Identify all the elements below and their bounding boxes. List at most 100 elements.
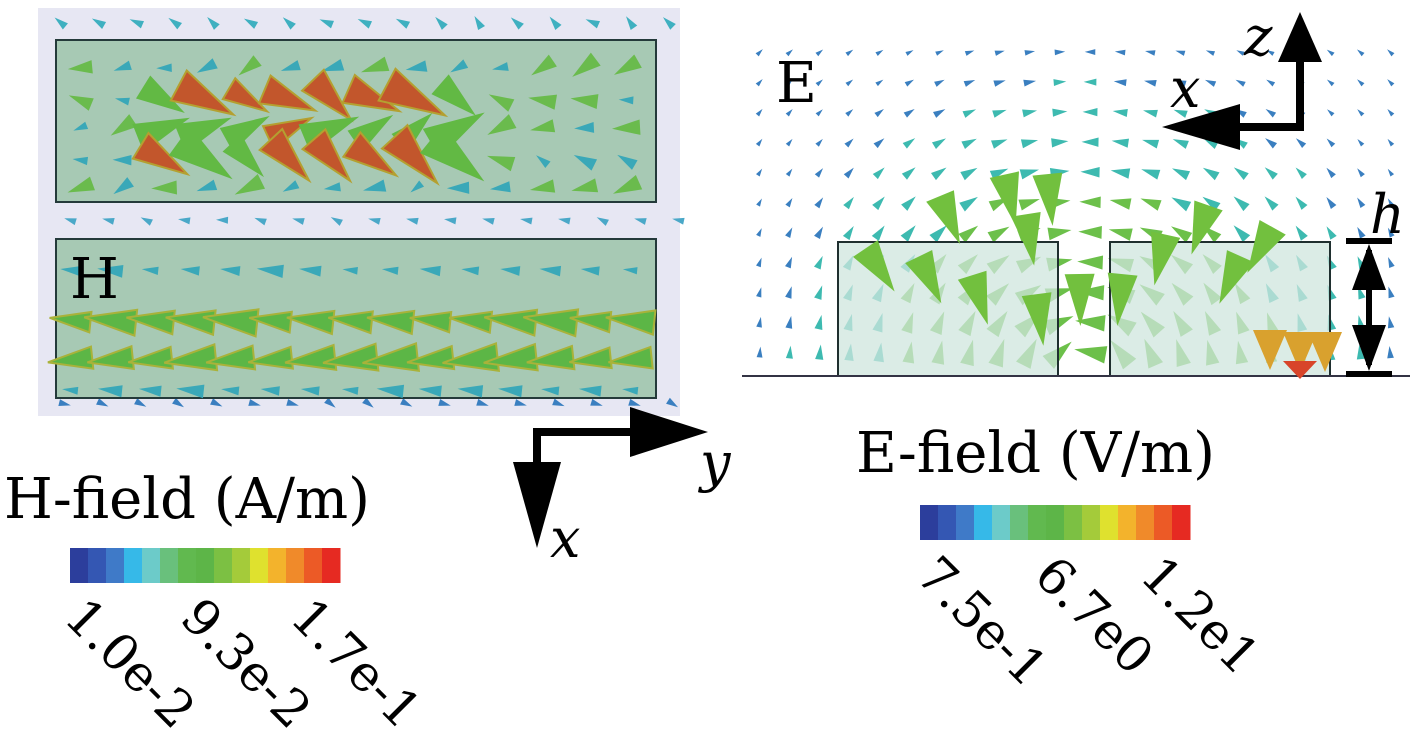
- colorbar-swatch: [70, 548, 89, 583]
- field-arrow: [963, 79, 976, 87]
- field-arrow: [96, 398, 109, 407]
- field-arrow: [140, 217, 153, 226]
- colorbar-swatch: [322, 548, 341, 583]
- field-arrow: [1266, 79, 1276, 87]
- field-arrow: [360, 56, 390, 73]
- field-arrow: [574, 122, 595, 133]
- field-arrow: [368, 217, 381, 225]
- field-arrow: [573, 154, 598, 171]
- field-arrow: [476, 398, 489, 406]
- field-arrow: [498, 385, 523, 398]
- field-arrow: [64, 218, 77, 226]
- field-arrow: [571, 178, 599, 193]
- field-arrow: [168, 126, 233, 180]
- field-arrow: [1021, 292, 1052, 346]
- field-arrow: [901, 196, 916, 211]
- field-arrow: [300, 127, 353, 184]
- field-arrow: [330, 217, 343, 226]
- field-arrow: [1357, 197, 1366, 209]
- field-arrow: [960, 167, 978, 181]
- field-arrow: [626, 16, 638, 31]
- field-arrow: [207, 16, 220, 30]
- field-arrow: [1107, 272, 1138, 326]
- field-arrow: [815, 344, 824, 360]
- field-arrow: [662, 17, 676, 30]
- field-arrow: [569, 346, 613, 370]
- field-arrow: [180, 266, 200, 276]
- field-arrow: [957, 270, 988, 325]
- field-arrow: [102, 217, 115, 225]
- field-arrow: [178, 217, 191, 225]
- field-arrow: [91, 18, 107, 29]
- field-arrow: [1142, 139, 1160, 149]
- field-arrow: [258, 127, 312, 184]
- field-arrow: [47, 345, 95, 370]
- field-arrow: [756, 287, 762, 298]
- field-arrow: [168, 17, 183, 30]
- field-arrow: [814, 226, 824, 240]
- field-arrow: [552, 398, 565, 407]
- field-arrow: [435, 16, 448, 30]
- field-arrow: [1079, 196, 1101, 209]
- colorbar-swatch: [920, 505, 939, 540]
- field-arrow: [381, 266, 399, 275]
- h-axes: [513, 407, 708, 548]
- field-arrow: [526, 344, 576, 371]
- field-arrow: [1112, 108, 1128, 117]
- field-arrow: [872, 167, 885, 180]
- field-arrow: [1326, 226, 1337, 240]
- field-arrow: [1191, 200, 1223, 255]
- field-arrow: [1082, 108, 1098, 117]
- field-arrow: [1356, 49, 1365, 57]
- colorbar-swatch: [1100, 505, 1119, 540]
- field-arrow: [419, 124, 485, 182]
- field-arrow: [376, 384, 405, 399]
- field-arrow: [196, 179, 218, 192]
- e-axes: [1162, 12, 1322, 150]
- field-arrow: [129, 19, 145, 29]
- field-arrow: [612, 175, 643, 194]
- field-arrow: [286, 399, 299, 406]
- field-arrow: [114, 97, 130, 106]
- field-arrow: [785, 197, 793, 208]
- colorbar-swatch: [1172, 505, 1191, 540]
- field-arrow: [666, 397, 679, 408]
- field-arrow: [1283, 332, 1317, 372]
- field-arrow: [514, 399, 527, 406]
- field-arrow: [450, 59, 469, 73]
- field-arrow: [1018, 198, 1040, 211]
- field-arrow: [622, 267, 638, 275]
- field-arrow: [60, 266, 81, 276]
- field-arrow: [238, 55, 262, 76]
- field-arrow: [1253, 330, 1287, 370]
- colorbar-swatch: [938, 505, 957, 540]
- colorbar-swatch: [232, 548, 251, 583]
- field-arrow: [49, 310, 93, 334]
- field-arrow: [438, 399, 451, 406]
- field-arrow: [1170, 226, 1193, 243]
- field-arrow: [785, 286, 792, 299]
- field-arrow: [901, 167, 916, 180]
- field-arrow: [872, 196, 885, 211]
- field-arrow: [815, 49, 824, 57]
- field-arrow: [1295, 138, 1307, 148]
- field-arrow: [54, 17, 68, 30]
- field-arrow: [172, 397, 185, 408]
- field-arrow: [282, 17, 296, 30]
- field-arrow: [323, 182, 341, 192]
- field-arrow: [905, 250, 942, 304]
- colorbar-swatch: [178, 548, 197, 583]
- field-arrow: [321, 58, 345, 72]
- field-arrow: [634, 218, 647, 225]
- e-colorbar: [920, 505, 1191, 540]
- field-arrow: [1233, 225, 1251, 243]
- field-arrow: [87, 344, 135, 371]
- field-arrow: [871, 225, 885, 242]
- field-arrow: [169, 68, 237, 117]
- field-arrow: [785, 345, 793, 359]
- colorbar-swatch: [106, 548, 125, 583]
- field-arrow: [1387, 198, 1395, 208]
- colorbar-swatch: [1154, 505, 1173, 540]
- field-arrow: [248, 310, 293, 334]
